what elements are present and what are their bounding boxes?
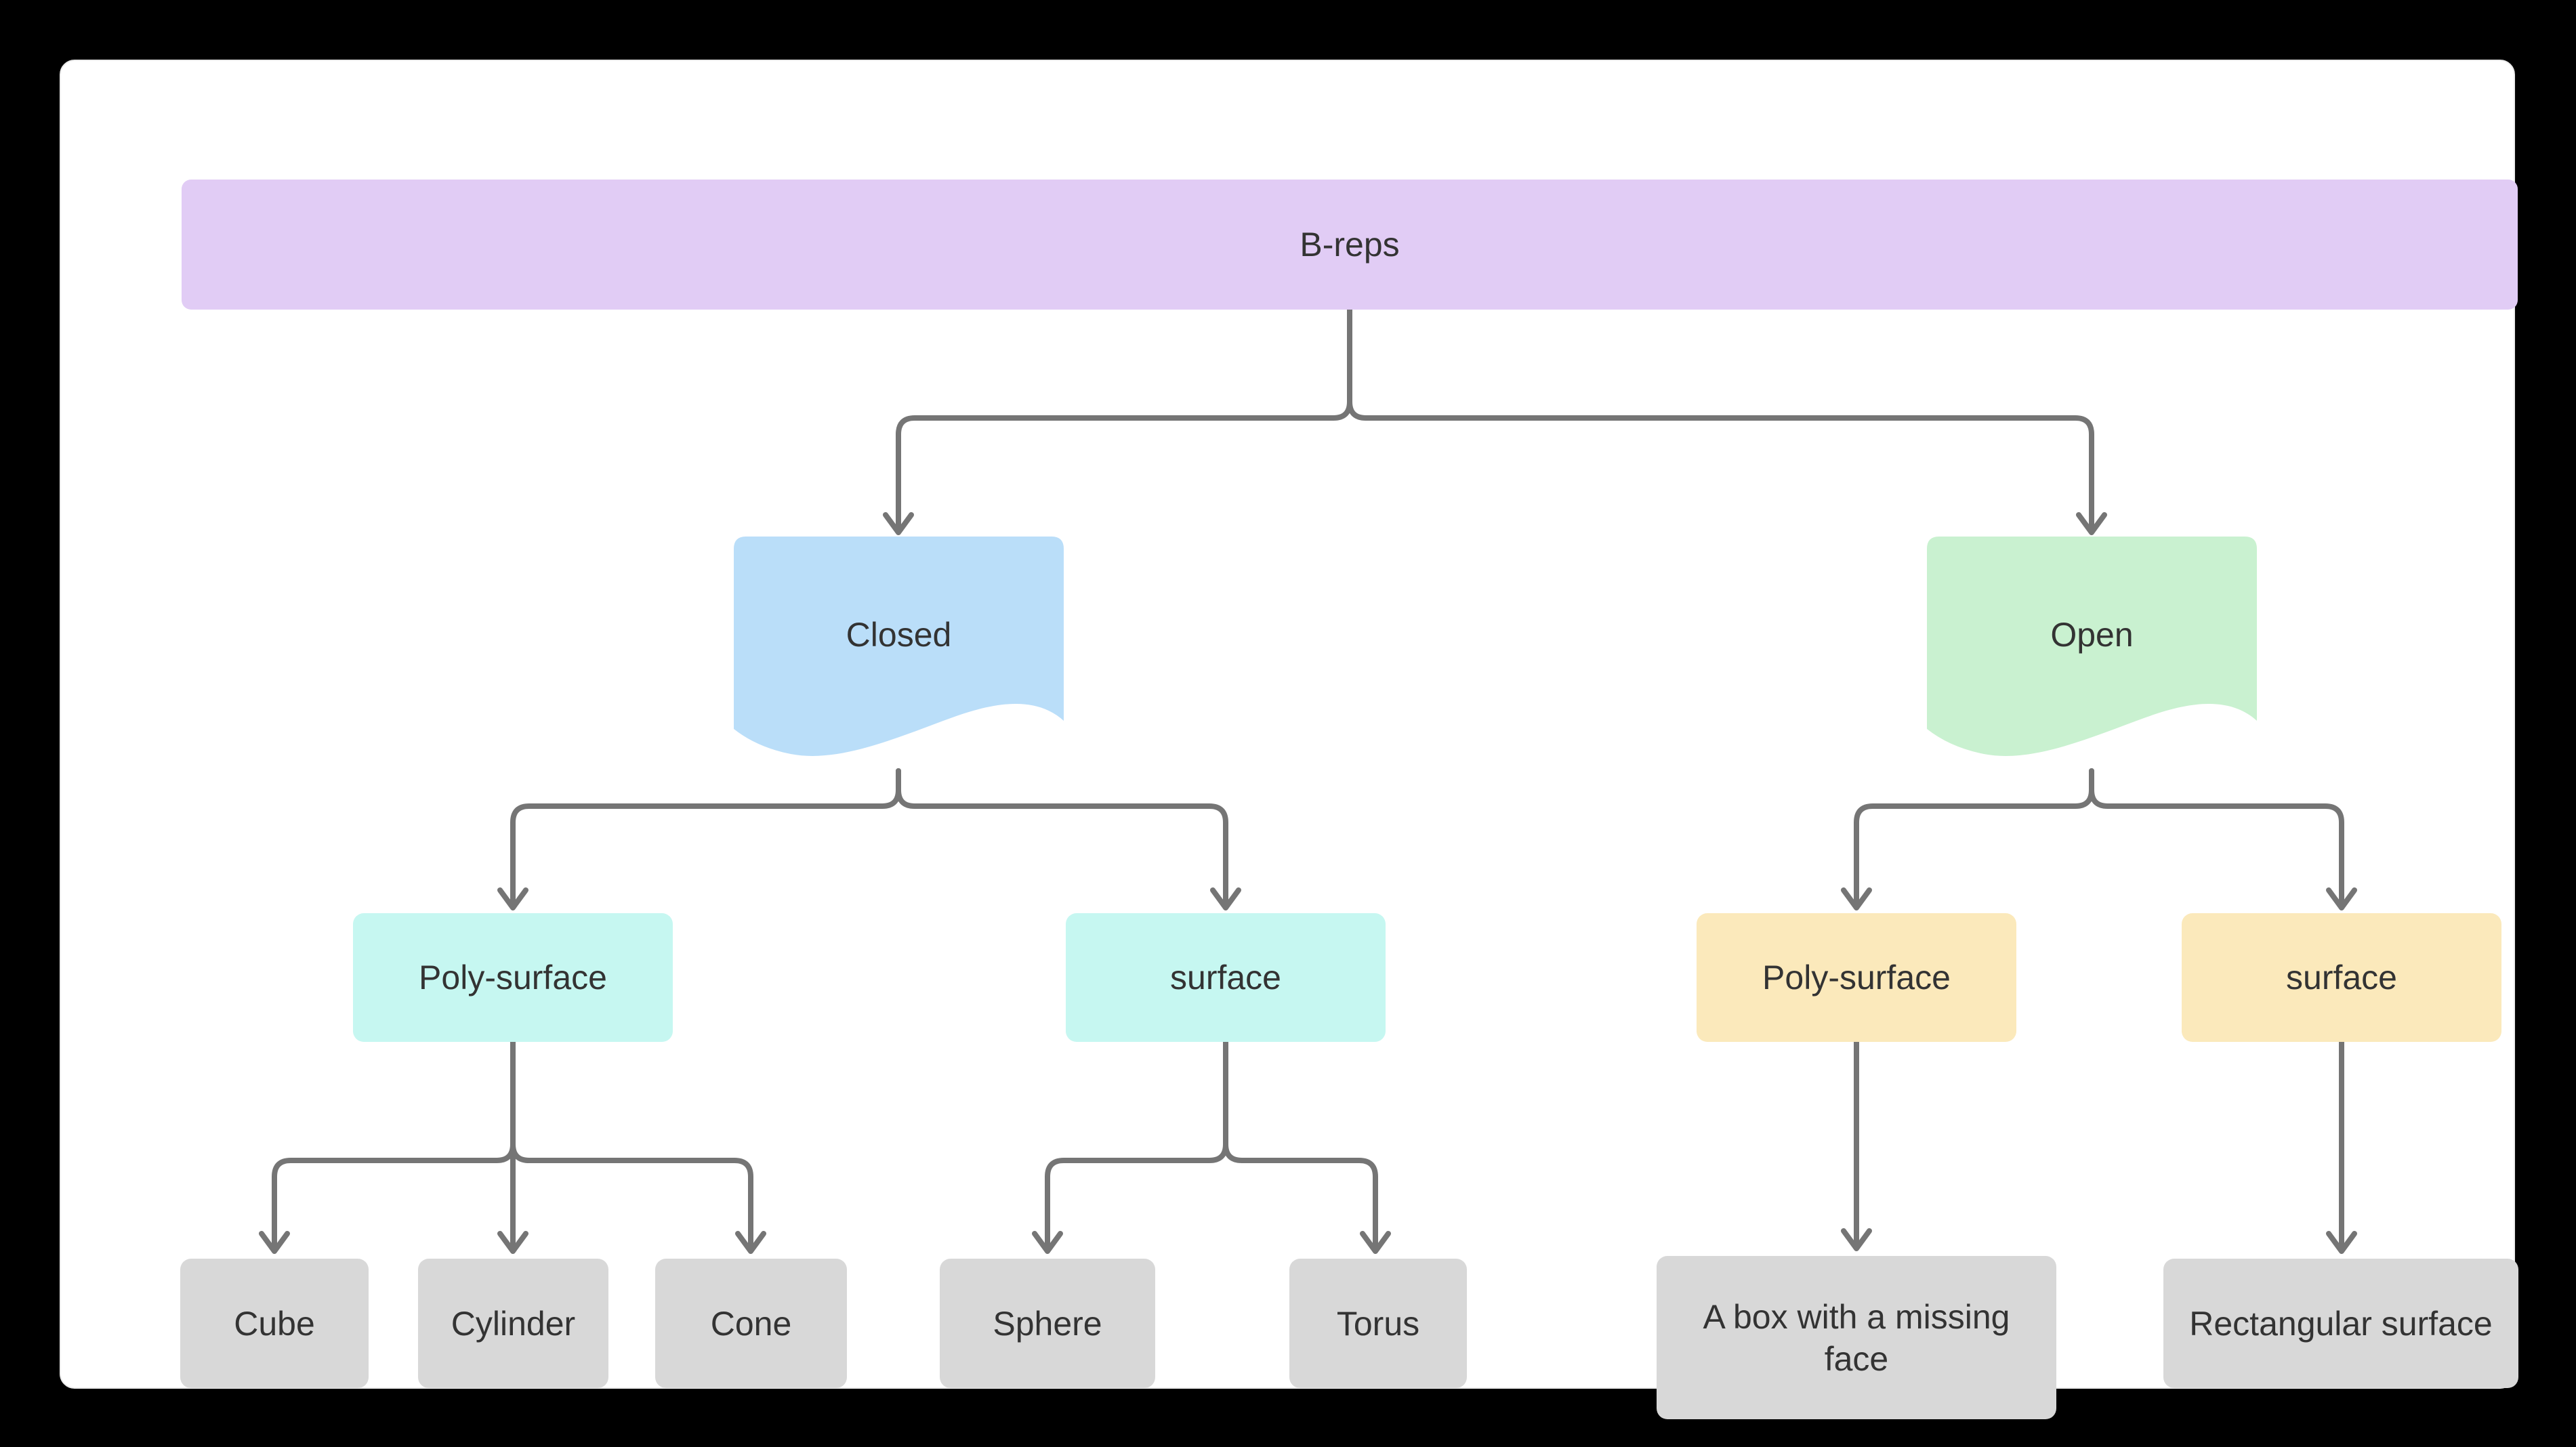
node-b-reps: B-reps — [182, 180, 2518, 310]
node-closed-surface-label: surface — [1170, 959, 1281, 997]
node-cube-label: Cube — [234, 1304, 315, 1343]
edge-openpoly-to-boxmissing — [1841, 1039, 1872, 1251]
node-box-with-missing-face: A box with a missing face — [1657, 1256, 2056, 1419]
node-open-poly-surface-label: Poly-surface — [1762, 959, 1951, 997]
edge-breps-to-open — [1347, 307, 2107, 535]
edge-polysurface-to-cube — [259, 1039, 516, 1254]
node-closed-document-shape — [734, 537, 1064, 756]
edge-group — [259, 307, 2357, 1254]
node-open-poly-surface: Poly-surface — [1697, 913, 2016, 1042]
node-rectangular-surface: Rectangular surface — [2163, 1259, 2518, 1388]
node-open-surface: surface — [2182, 913, 2501, 1042]
node-closed-poly-surface: Poly-surface — [353, 913, 673, 1042]
edge-closed-to-polysurface — [497, 768, 901, 910]
node-cube: Cube — [180, 1259, 369, 1388]
node-b-reps-label: B-reps — [1300, 226, 1400, 264]
node-open: Open — [1927, 537, 2257, 733]
node-cone-label: Cone — [710, 1304, 792, 1343]
node-cylinder: Cylinder — [418, 1259, 608, 1388]
edge-surface-to-sphere — [1032, 1039, 1228, 1254]
edge-breps-to-closed — [883, 307, 1352, 535]
edge-open-to-surface — [2089, 768, 2357, 910]
node-closed: Closed — [734, 537, 1064, 733]
node-closed-surface: surface — [1066, 913, 1386, 1042]
edge-opensurface-to-rectsurface — [2326, 1039, 2357, 1254]
node-box-with-missing-face-label: A box with a missing face — [1703, 1297, 2010, 1378]
node-torus: Torus — [1289, 1259, 1467, 1388]
node-torus-label: Torus — [1336, 1304, 1420, 1343]
edge-open-to-polysurface — [1841, 768, 2094, 910]
node-cylinder-label: Cylinder — [451, 1304, 576, 1343]
node-cone: Cone — [655, 1259, 847, 1388]
node-sphere: Sphere — [940, 1259, 1155, 1388]
node-open-surface-label: surface — [2286, 959, 2397, 997]
node-closed-poly-surface-label: Poly-surface — [419, 959, 607, 997]
node-open-label: Open — [2050, 616, 2134, 654]
node-sphere-label: Sphere — [993, 1304, 1102, 1343]
edge-closed-to-surface — [896, 768, 1241, 910]
edge-polysurface-to-cylinder — [497, 1039, 528, 1254]
node-closed-label: Closed — [846, 616, 952, 654]
node-rectangular-surface-label: Rectangular surface — [2189, 1304, 2493, 1343]
node-open-document-shape — [1927, 537, 2257, 756]
diagram-card: B-reps Closed Open Poly-surface surface … — [60, 60, 2518, 1419]
edge-polysurface-to-cone — [510, 1039, 766, 1254]
edge-surface-to-torus — [1223, 1039, 1391, 1254]
